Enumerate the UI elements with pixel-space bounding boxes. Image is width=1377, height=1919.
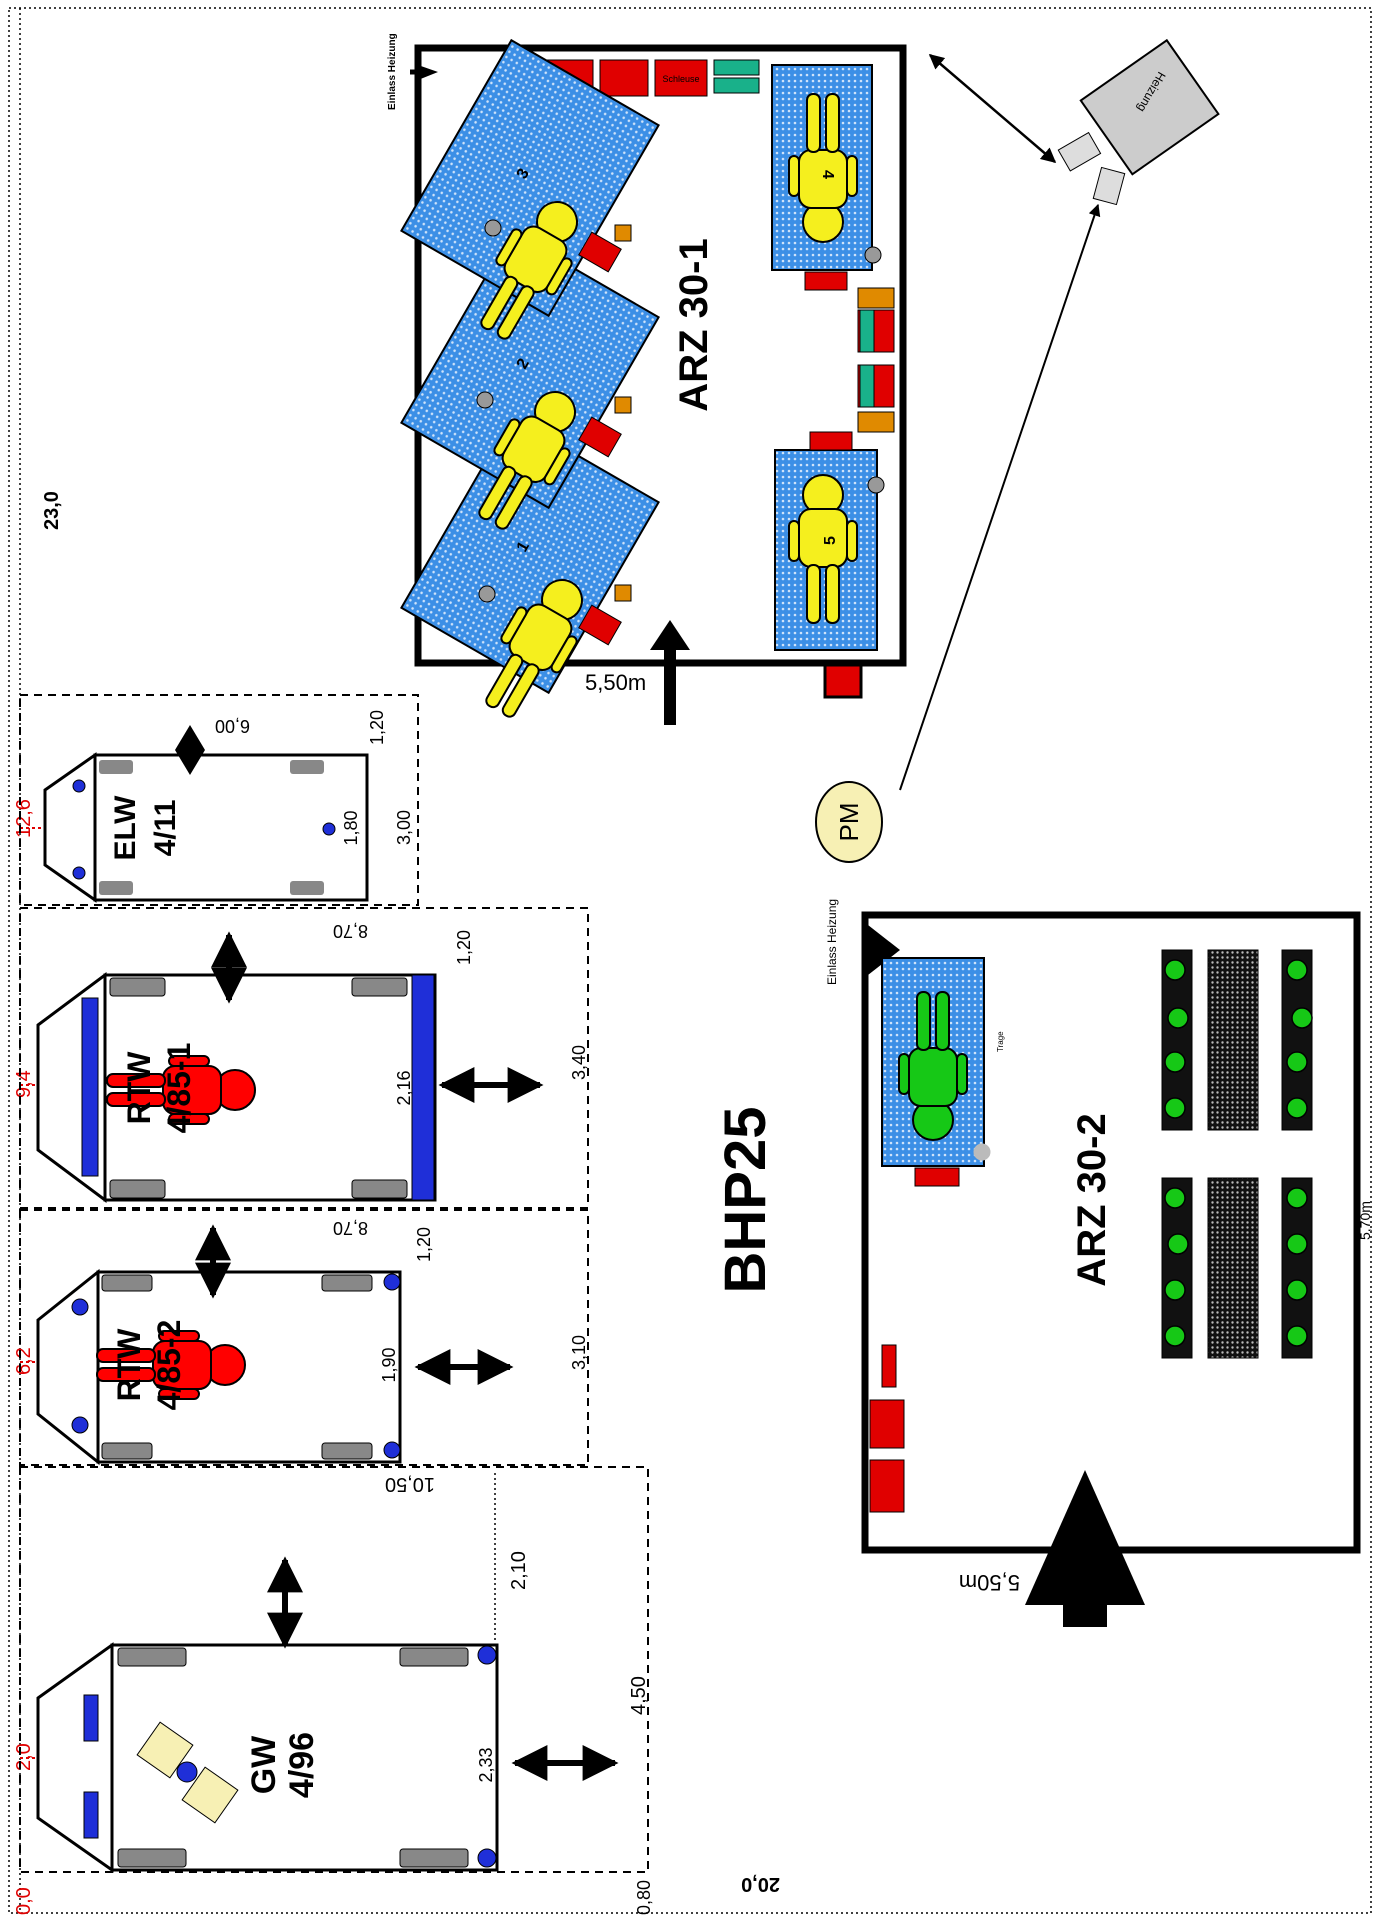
gw-gap: 2,10 xyxy=(508,1551,530,1590)
gw-space: 4,50 xyxy=(628,1676,650,1715)
heater-duct-arz1 xyxy=(928,54,1057,163)
rtw2-space: 3,10 xyxy=(569,1335,589,1370)
rtw2-number: 4/85-2 xyxy=(151,1320,187,1411)
arz1-cabinet-schleuse xyxy=(654,59,708,97)
pm-marker: PM xyxy=(815,781,883,863)
arz2-inlet-label: Einlass Heizung xyxy=(825,899,839,985)
arz1-width-label: 5,50m xyxy=(585,670,646,695)
area-depth-label: 20,0 xyxy=(741,1873,780,1895)
page-title: BHP25 xyxy=(713,1107,778,1294)
axis-start-label: 0,0 xyxy=(13,1887,35,1915)
rtw1-gap: 1,20 xyxy=(454,930,474,965)
gw-pos-label: 2,0 xyxy=(13,1743,35,1771)
area-border xyxy=(8,7,1372,1914)
rtw2-length: 8,70 xyxy=(333,1218,368,1238)
heater-unit: Heizung xyxy=(1057,38,1220,206)
vehicle-elw: ELW 4/11 1,80 6,00 1,20 3,00 xyxy=(19,694,419,906)
elw-gap: 1,20 xyxy=(367,710,387,745)
elw-number: 4/11 xyxy=(149,800,182,857)
offset-bottom-label: 0,80 xyxy=(634,1880,654,1915)
gw-number: 4/96 xyxy=(283,1732,321,1798)
rtw1-name: RTW xyxy=(121,1051,157,1125)
rtw1-pos-label: 9,4 xyxy=(13,1070,35,1098)
rtw2-width: 1,90 xyxy=(379,1347,399,1382)
arz1-inlet-label: Einlass Heizung xyxy=(387,33,398,110)
vehicle-rtw2: RTW 4/85-2 1,90 8,70 1,20 3,10 xyxy=(19,1209,589,1466)
elw-length: 6,00 xyxy=(215,716,250,736)
arz2-width-label: 5,50m xyxy=(959,1570,1020,1595)
rtw2-name: RTW xyxy=(111,1328,147,1402)
gw-length: 10,50 xyxy=(385,1473,435,1495)
gw-width: 2,33 xyxy=(476,1747,496,1782)
rtw1-space: 3,40 xyxy=(569,1045,589,1080)
arz2-label: ARZ 30-2 xyxy=(1070,1113,1114,1286)
elw-pos-label: 12,6 xyxy=(13,799,35,838)
patient-5-label: 5 xyxy=(822,536,839,545)
vehicle-gw: GW 4/96 2,33 10,50 2,10 4,50 xyxy=(19,1466,650,1873)
gw-equipment xyxy=(136,1721,239,1824)
vehicle-rtw1: RTW 4/85-1 2,16 8,70 1,20 3,40 xyxy=(19,907,589,1209)
rtw2-gap: 1,20 xyxy=(414,1227,434,1262)
arz1-cabinet-label: Schleuse xyxy=(662,74,699,84)
elw-space: 3,00 xyxy=(394,810,414,845)
elw-width: 1,80 xyxy=(341,810,361,845)
rtw1-number: 4/85-1 xyxy=(161,1043,197,1134)
pm-label: PM xyxy=(834,803,864,842)
rtw1-width: 2,16 xyxy=(394,1070,414,1105)
elw-name: ELW xyxy=(109,795,142,861)
arz2-side-label: 5,70m xyxy=(1357,1201,1373,1240)
heater-duct-pm xyxy=(899,203,1101,791)
patient-4-label: 4 xyxy=(819,170,836,179)
rtw1-length: 8,70 xyxy=(333,921,368,941)
arz1-label: ARZ 30-1 xyxy=(672,238,716,411)
area-width-label: 23,0 xyxy=(41,491,63,530)
tent-arz30-2: Einlass Heizung Trage ARZ 30-2 5,50m 5, xyxy=(825,899,1373,1627)
tent-arz30-1: Einlass Heizung Schleuse xyxy=(387,33,907,729)
gw-name: GW xyxy=(245,1735,283,1794)
arz2-stretcher-label: Trage xyxy=(996,1031,1005,1052)
rtw2-pos-label: 6,2 xyxy=(13,1347,35,1375)
